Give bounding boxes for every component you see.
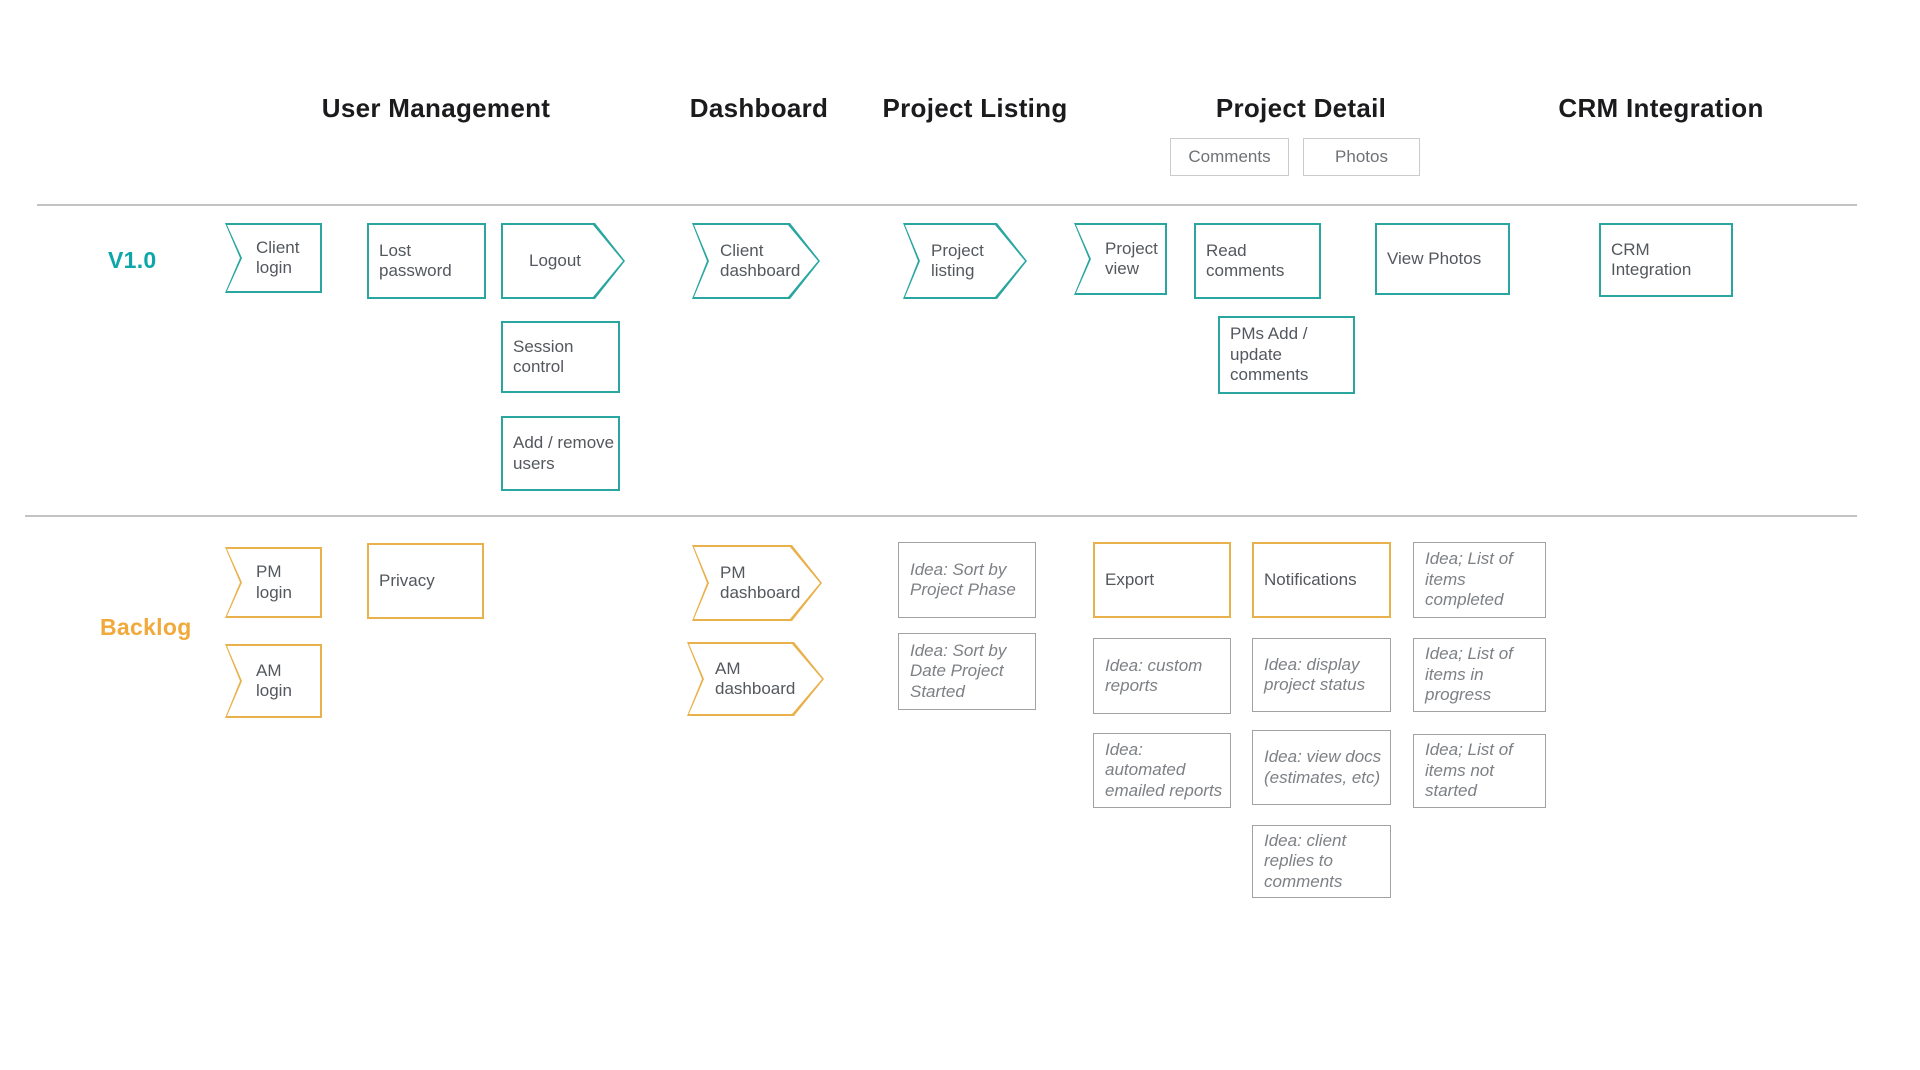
card-pms-add-update-comments[interactable]: PMs Add / update comments: [1218, 316, 1355, 394]
card-client-dashboard[interactable]: Client dashboard: [692, 223, 820, 299]
card-fill: [227, 646, 320, 716]
row-label-v1-0: V1.0: [108, 247, 157, 273]
card-label: Logout: [529, 250, 581, 270]
card-label: Client dashboard: [720, 240, 801, 280]
card-project-listing[interactable]: Project listing: [903, 223, 1027, 299]
card-label: Project view: [1105, 238, 1158, 278]
card-pm-login[interactable]: PM login: [225, 547, 322, 618]
tag-comments[interactable]: Comments: [1170, 138, 1289, 176]
card-fill: [689, 644, 822, 714]
card-fill: [899, 543, 1035, 617]
column-header-user-management: User Management: [321, 93, 551, 123]
card-project-view[interactable]: Project view: [1074, 223, 1167, 295]
card-label: Read comments: [1206, 240, 1285, 280]
card-label: View Photos: [1387, 248, 1482, 268]
column-header-crm-integration: CRM Integration: [1558, 93, 1764, 123]
card-fill: [1254, 544, 1389, 616]
card-label: Lost password: [379, 240, 452, 280]
card-export[interactable]: Export: [1093, 542, 1231, 618]
column-header-project-detail: Project Detail: [1215, 93, 1387, 123]
card-notifications[interactable]: Notifications: [1252, 542, 1391, 618]
card-lost-password[interactable]: Lost password: [367, 223, 486, 299]
card-idea-list-of-items-in-progress[interactable]: Idea; List of items in progress: [1413, 638, 1546, 712]
card-label: Export: [1105, 569, 1155, 589]
card-idea-automated-emailed-reports[interactable]: Idea: automated emailed reports: [1093, 733, 1231, 808]
card-fill: [1253, 731, 1390, 804]
card-label: PMs Add / update comments: [1230, 324, 1309, 385]
card-label: CRM Integration: [1611, 239, 1692, 279]
card-label: Idea; List of items not started: [1425, 740, 1513, 801]
card-fill: [369, 225, 484, 297]
card-read-comments[interactable]: Read comments: [1194, 223, 1321, 299]
tag-photos[interactable]: Photos: [1303, 138, 1420, 176]
card-label: Client login: [256, 237, 300, 277]
card-idea-custom-reports[interactable]: Idea: custom reports: [1093, 638, 1231, 714]
card-label: AM dashboard: [715, 658, 796, 698]
card-fill: [1220, 318, 1353, 392]
card-label: Idea: Sort by Date Project Started: [910, 640, 1007, 701]
card-label: Idea; List of items completed: [1425, 549, 1513, 610]
card-add-remove-users[interactable]: Add / remove users: [501, 416, 620, 491]
card-idea-list-of-items-not-started[interactable]: Idea; List of items not started: [1413, 734, 1546, 808]
card-label: PM login: [256, 562, 292, 602]
card-fill: [694, 547, 820, 619]
column-header-dashboard: Dashboard: [689, 93, 829, 123]
card-fill: [1601, 225, 1731, 295]
card-fill: [1095, 544, 1229, 616]
card-label: Idea: custom reports: [1105, 655, 1203, 695]
card-fill: [1377, 225, 1508, 293]
card-label: AM login: [256, 660, 292, 700]
card-am-login[interactable]: AM login: [225, 644, 322, 718]
card-fill: [369, 545, 482, 617]
card-idea-client-replies-to-comments[interactable]: Idea: client replies to comments: [1252, 825, 1391, 898]
card-label: Privacy: [379, 570, 435, 590]
card-label: Idea: client replies to comments: [1264, 830, 1347, 891]
column-header-project-listing: Project Listing: [882, 93, 1068, 123]
card-idea-sort-by-date-project-started[interactable]: Idea: Sort by Date Project Started: [898, 633, 1036, 710]
card-fill: [1094, 734, 1230, 807]
card-label: Idea; List of items in progress: [1425, 644, 1513, 705]
card-label: Project listing: [931, 240, 984, 280]
card-fill: [1414, 543, 1545, 617]
lane-divider-1: [37, 204, 1857, 206]
card-idea-display-project-status[interactable]: Idea: display project status: [1252, 638, 1391, 712]
card-label: Idea: display project status: [1264, 654, 1366, 694]
card-fill: [503, 225, 623, 297]
lane-divider-2: [25, 515, 1857, 517]
card-label: Add / remove users: [513, 433, 615, 473]
row-label-backlog: Backlog: [100, 614, 192, 640]
card-am-dashboard[interactable]: AM dashboard: [687, 642, 824, 716]
card-fill: [227, 225, 320, 291]
card-pm-dashboard[interactable]: PM dashboard: [692, 545, 822, 621]
card-fill: [905, 225, 1025, 297]
card-fill: [503, 418, 618, 489]
card-fill: [1414, 639, 1545, 711]
card-idea-view-docs[interactable]: Idea: view docs (estimates, etc): [1252, 730, 1391, 805]
card-idea-list-of-items-completed[interactable]: Idea; List of items completed: [1413, 542, 1546, 618]
card-fill: [694, 225, 818, 297]
card-logout[interactable]: Logout: [501, 223, 625, 299]
card-client-login[interactable]: Client login: [225, 223, 322, 293]
card-label: Notifications: [1264, 569, 1357, 589]
card-label: PM dashboard: [720, 562, 801, 602]
card-privacy[interactable]: Privacy: [367, 543, 484, 619]
card-fill: [1414, 735, 1545, 807]
card-fill: [503, 323, 618, 391]
card-fill: [1196, 225, 1319, 297]
card-fill: [899, 634, 1035, 709]
card-fill: [1094, 639, 1230, 713]
card-label: Session control: [513, 336, 574, 376]
card-fill: [227, 549, 320, 616]
card-fill: [1253, 826, 1390, 897]
card-label: Idea: automated emailed reports: [1105, 739, 1223, 800]
card-session-control[interactable]: Session control: [501, 321, 620, 393]
card-label: Idea: Sort by Project Phase: [910, 559, 1016, 599]
card-view-photos[interactable]: View Photos: [1375, 223, 1510, 295]
card-idea-sort-by-project-phase[interactable]: Idea: Sort by Project Phase: [898, 542, 1036, 618]
card-fill: [1253, 639, 1390, 711]
card-crm-integration[interactable]: CRM Integration: [1599, 223, 1733, 297]
card-label: Idea: view docs (estimates, etc): [1264, 747, 1382, 787]
